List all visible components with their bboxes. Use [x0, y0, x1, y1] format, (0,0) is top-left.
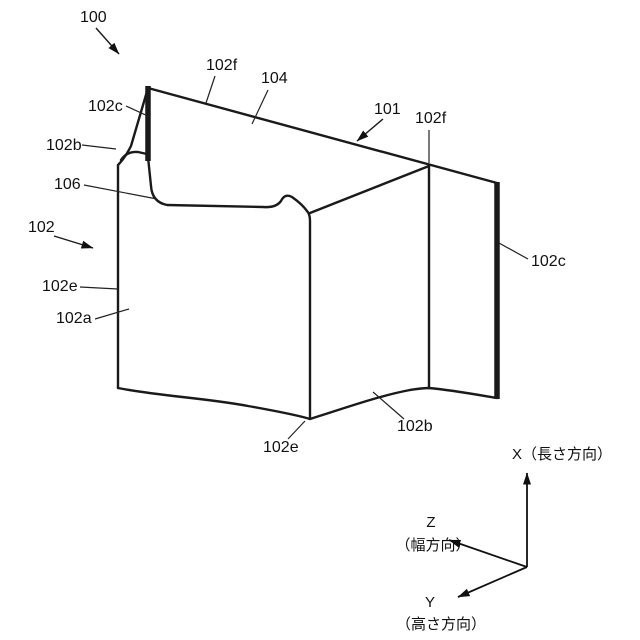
- arrow-102: [53, 235, 94, 249]
- front-top-edge-stub: [119, 150, 149, 162]
- arrow-101: [356, 118, 384, 142]
- label-102c-right: 102c: [531, 253, 566, 270]
- left-corner-and-edge: [116, 86, 150, 390]
- reference-labels: 100 102c 102b 106 102 102e 102a 102f 104…: [28, 9, 566, 456]
- leader-102e-bottom: [287, 420, 306, 440]
- axis-y-line: [457, 566, 528, 598]
- arrow-100: [95, 27, 120, 55]
- leader-102f-left: [205, 75, 216, 104]
- axis-z-line: [448, 539, 528, 568]
- axis-x-label: X（長さ方向）: [512, 446, 612, 463]
- label-102a: 102a: [56, 310, 92, 327]
- leader-102a: [94, 308, 130, 320]
- label-102b-bottom: 102b: [397, 418, 433, 435]
- label-100: 100: [80, 9, 107, 26]
- label-101: 101: [374, 101, 401, 118]
- label-106: 106: [54, 176, 81, 193]
- leader-lines: [53, 27, 529, 440]
- label-104: 104: [261, 70, 288, 87]
- label-102f-left: 102f: [206, 57, 238, 74]
- wavy-bottom-edge: [116, 386, 499, 421]
- label-102e-left: 102e: [42, 278, 78, 295]
- label-102f-right: 102f: [415, 110, 447, 127]
- axis-z-direction: （幅方向）: [395, 537, 470, 554]
- leader-102c-right: [498, 242, 529, 260]
- axis-y-label: Y: [425, 594, 435, 611]
- part-drawing: [116, 86, 500, 421]
- notch-outline: [146, 155, 312, 421]
- leader-102c-left: [125, 105, 151, 118]
- leader-106: [83, 184, 158, 200]
- label-102b-left: 102b: [46, 137, 82, 154]
- label-102e-bottom: 102e: [263, 439, 299, 456]
- label-102c-left: 102c: [88, 98, 123, 115]
- coordinate-axes: X（長さ方向） Z （幅方向） Y （高さ方向）: [395, 446, 612, 633]
- leader-102e-left: [79, 286, 119, 290]
- label-102: 102: [28, 219, 55, 236]
- right-face-top-edge: [308, 164, 431, 215]
- axis-y-direction: （高さ方向）: [396, 616, 486, 633]
- leader-104: [251, 89, 269, 125]
- back-top-edge: [146, 86, 499, 185]
- leader-102b-bottom: [372, 391, 405, 420]
- axis-z-label: Z: [426, 514, 435, 531]
- leader-102b-left: [81, 144, 117, 150]
